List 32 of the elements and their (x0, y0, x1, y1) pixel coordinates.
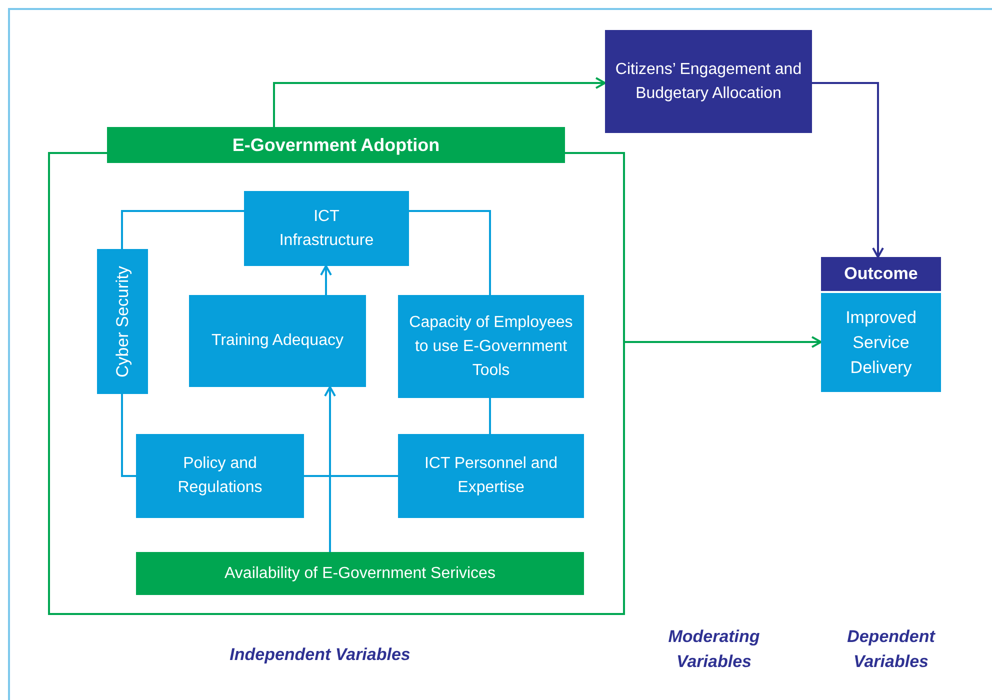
box-label: Availability of E-Government Serivices (224, 564, 496, 584)
connector-line (489, 398, 491, 434)
box-label: Cyber Security (112, 266, 133, 378)
arrow (812, 82, 884, 258)
arrow (625, 336, 822, 348)
box-label: Training Adequacy (210, 331, 344, 351)
box-label: ICT Infrastructure (278, 206, 375, 250)
process-box (244, 191, 409, 266)
arrow (320, 265, 332, 295)
process-box (398, 295, 584, 398)
arrow (273, 77, 606, 127)
box-label: Citizens’ Engagement and Budgetary Allocation (614, 60, 803, 104)
moderator-box (605, 30, 812, 133)
outcome-box: Improved Service Delivery (821, 293, 941, 392)
connector-line (409, 210, 491, 295)
connector-line (121, 210, 244, 249)
process-box (97, 249, 148, 394)
process-box (398, 434, 584, 518)
column-label: Dependent Variables (846, 626, 936, 673)
column-label: Independent Variables (228, 644, 412, 666)
box-label: Policy and Regulations (176, 454, 264, 498)
box-label: ICT Personnel and Expertise (423, 454, 559, 498)
box-label: Capacity of Employees to use E-Government Tools (408, 312, 574, 380)
connector-line (304, 475, 398, 477)
process-box (136, 434, 304, 518)
arrow (324, 386, 336, 552)
service-box (136, 552, 584, 595)
connector-line (121, 394, 136, 477)
process-box (189, 295, 366, 387)
outcome-header: Outcome (821, 257, 941, 291)
column-label: Moderating Variables (667, 626, 761, 673)
header-bar: E-Government Adoption (107, 127, 565, 163)
